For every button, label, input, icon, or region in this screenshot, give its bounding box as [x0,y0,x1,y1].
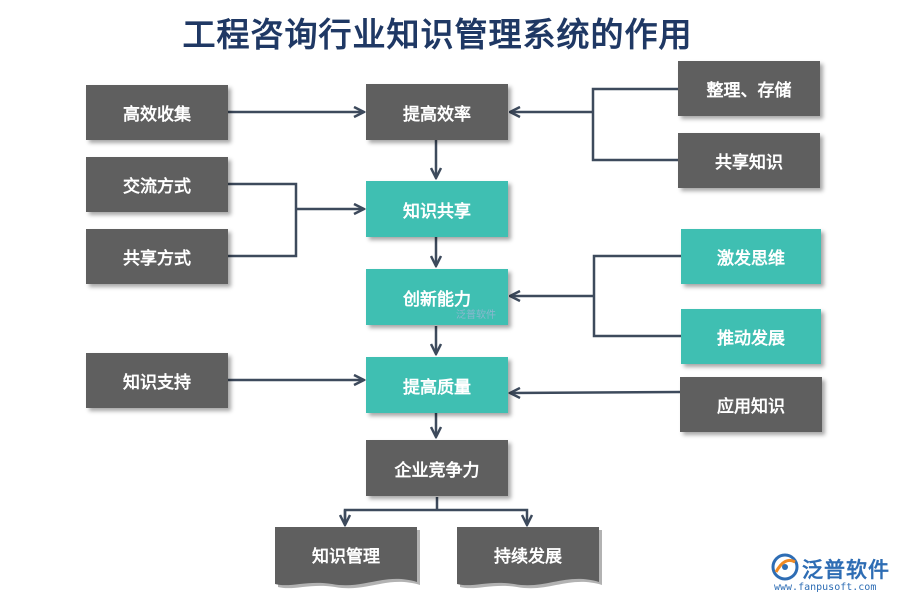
fanpu-logo-icon [771,553,799,581]
arrow-competitiveness-split [343,497,527,525]
node-sharing: 知识共享 [366,181,508,237]
node-share-mode: 共享方式 [86,229,228,284]
document-shape [275,527,420,589]
node-support: 知识支持 [86,353,228,408]
node-exchange: 交流方式 [86,157,228,212]
arrow-right-innovation [510,254,681,338]
arrow-apply-quality [510,392,681,393]
logo-name: 泛普软件 [802,558,890,582]
node-km-label: 知识管理 [312,546,380,567]
node-promote: 推动发展 [681,309,821,364]
node-sustain-label: 持续发展 [494,546,562,567]
watermark-text: 泛普软件 [456,310,496,321]
node-quality: 提高质量 [366,357,508,413]
brand-logo: 泛普软件 www.fanpusoft.com [770,552,895,596]
node-km: 知识管理 [275,527,420,589]
node-competitiveness: 企业竞争力 [366,440,508,496]
node-inspire: 激发思维 [681,229,821,284]
node-organize-store: 整理、存储 [678,61,820,116]
node-share-knowledge: 共享知识 [678,133,820,188]
node-collect: 高效收集 [86,85,228,140]
logo-url: www.fanpusoft.com [774,582,877,593]
page-title: 工程咨询行业知识管理系统的作用 [182,15,693,54]
document-shape [457,527,602,589]
node-sustain: 持续发展 [457,527,602,589]
arrow-exchange-sharing [228,182,364,258]
node-efficiency: 提高效率 [366,84,508,140]
node-innovation: 创新能力 [366,269,508,325]
arrow-right-efficiency [510,87,678,162]
node-apply: 应用知识 [680,377,822,432]
